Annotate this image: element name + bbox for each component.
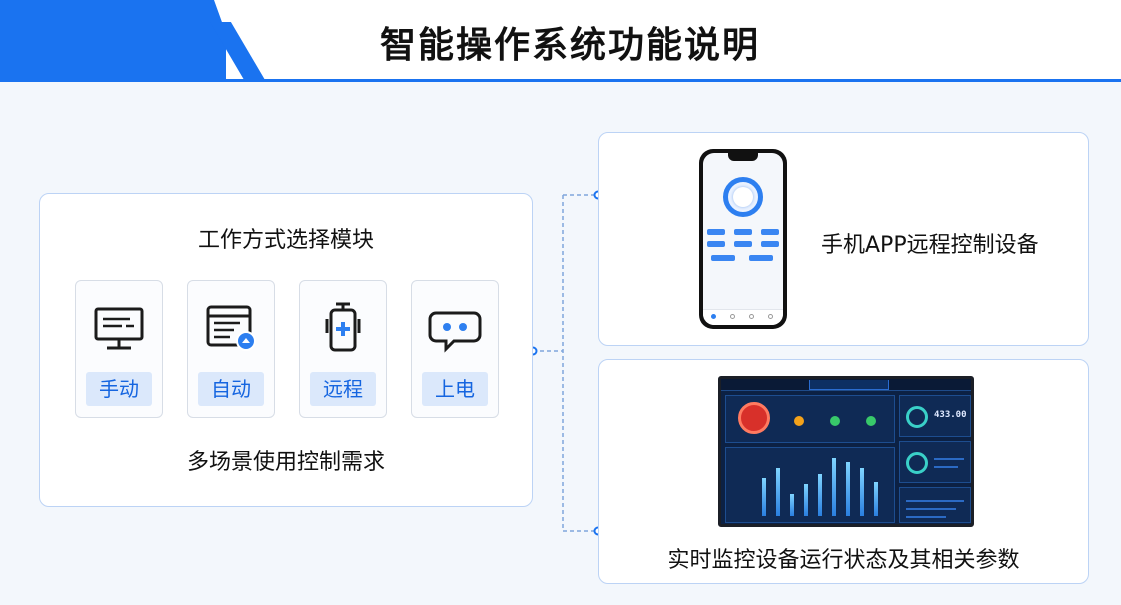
tab-home-icon <box>711 314 716 319</box>
work-mode-subtitle: 多场景使用控制需求 <box>186 450 385 475</box>
app-button <box>707 229 725 235</box>
mode-auto-label: 自动 <box>198 372 264 406</box>
panel-line <box>934 466 958 468</box>
mode-auto[interactable]: 自动 <box>187 280 275 418</box>
chart-bar <box>818 474 822 516</box>
header: 智能操作系统功能说明 <box>0 0 1121 82</box>
monitor-icon <box>94 307 144 350</box>
chart-bar <box>874 482 878 516</box>
chart-bar <box>860 468 864 516</box>
ring-panel <box>899 441 971 483</box>
mode-remote[interactable]: 远程 <box>299 280 387 418</box>
app-button <box>734 229 752 235</box>
dashboard-topbar <box>721 379 971 391</box>
chart-bar <box>804 484 808 516</box>
status-dot-warning <box>794 416 804 426</box>
header-underline <box>0 79 1121 82</box>
dashboard-value: 433.00 <box>934 410 967 420</box>
tab-icon <box>730 314 735 319</box>
mode-manual[interactable]: 手动 <box>75 280 163 418</box>
ring-gauge <box>906 452 928 474</box>
auto-window-icon <box>206 305 256 351</box>
phone-screen <box>703 153 783 325</box>
status-panel <box>725 395 895 443</box>
app-remote-card: 手机APP远程控制设备 <box>598 132 1089 346</box>
chart-bar <box>776 468 780 516</box>
chart-bar <box>846 462 850 516</box>
work-mode-title: 工作方式选择模块 <box>197 228 374 253</box>
panel-line <box>906 508 956 510</box>
control-dial-center <box>733 187 753 207</box>
value-gauge <box>906 406 928 428</box>
chart-bar <box>832 458 836 516</box>
header-accent-block <box>0 0 226 80</box>
page-title: 智能操作系统功能说明 <box>379 25 760 66</box>
mode-power-on-label: 上电 <box>422 372 488 406</box>
status-dot-ok <box>830 416 840 426</box>
remote-device-icon <box>325 302 361 352</box>
app-remote-text: 手机APP远程控制设备 <box>821 233 1039 258</box>
app-button <box>749 255 773 261</box>
monitoring-dashboard-mockup: 433.00 <box>718 376 974 527</box>
dashboard-title-bar <box>809 380 889 390</box>
mode-remote-label: 远程 <box>310 372 376 406</box>
app-button <box>711 255 735 261</box>
panel-line <box>934 458 964 460</box>
app-button <box>761 229 779 235</box>
tab-icon <box>768 314 773 319</box>
work-mode-card: 工作方式选择模块 手动 自动 <box>39 193 533 507</box>
phone-app-mockup <box>699 149 787 329</box>
chart-bar <box>790 494 794 516</box>
monitoring-card: 433.00 实时监控设备运行状态及其相关参数 <box>598 359 1089 584</box>
phone-tabbar <box>703 309 783 325</box>
chart-bar <box>762 478 766 516</box>
mode-manual-label: 手动 <box>86 372 152 406</box>
app-button <box>761 241 779 247</box>
panel-line <box>906 500 964 502</box>
panel-line <box>906 516 946 518</box>
monitoring-text: 实时监控设备运行状态及其相关参数 <box>667 548 1020 573</box>
tab-icon <box>749 314 754 319</box>
robot-chat-icon <box>428 311 482 353</box>
value-panel: 433.00 <box>899 395 971 437</box>
alarm-gauge <box>738 402 770 434</box>
status-dot-ok <box>866 416 876 426</box>
slider-panel <box>899 487 971 523</box>
phone-notch <box>728 153 758 161</box>
app-button <box>707 241 725 247</box>
mode-power-on[interactable]: 上电 <box>411 280 499 418</box>
bar-chart-panel <box>725 447 895 523</box>
app-button <box>734 241 752 247</box>
